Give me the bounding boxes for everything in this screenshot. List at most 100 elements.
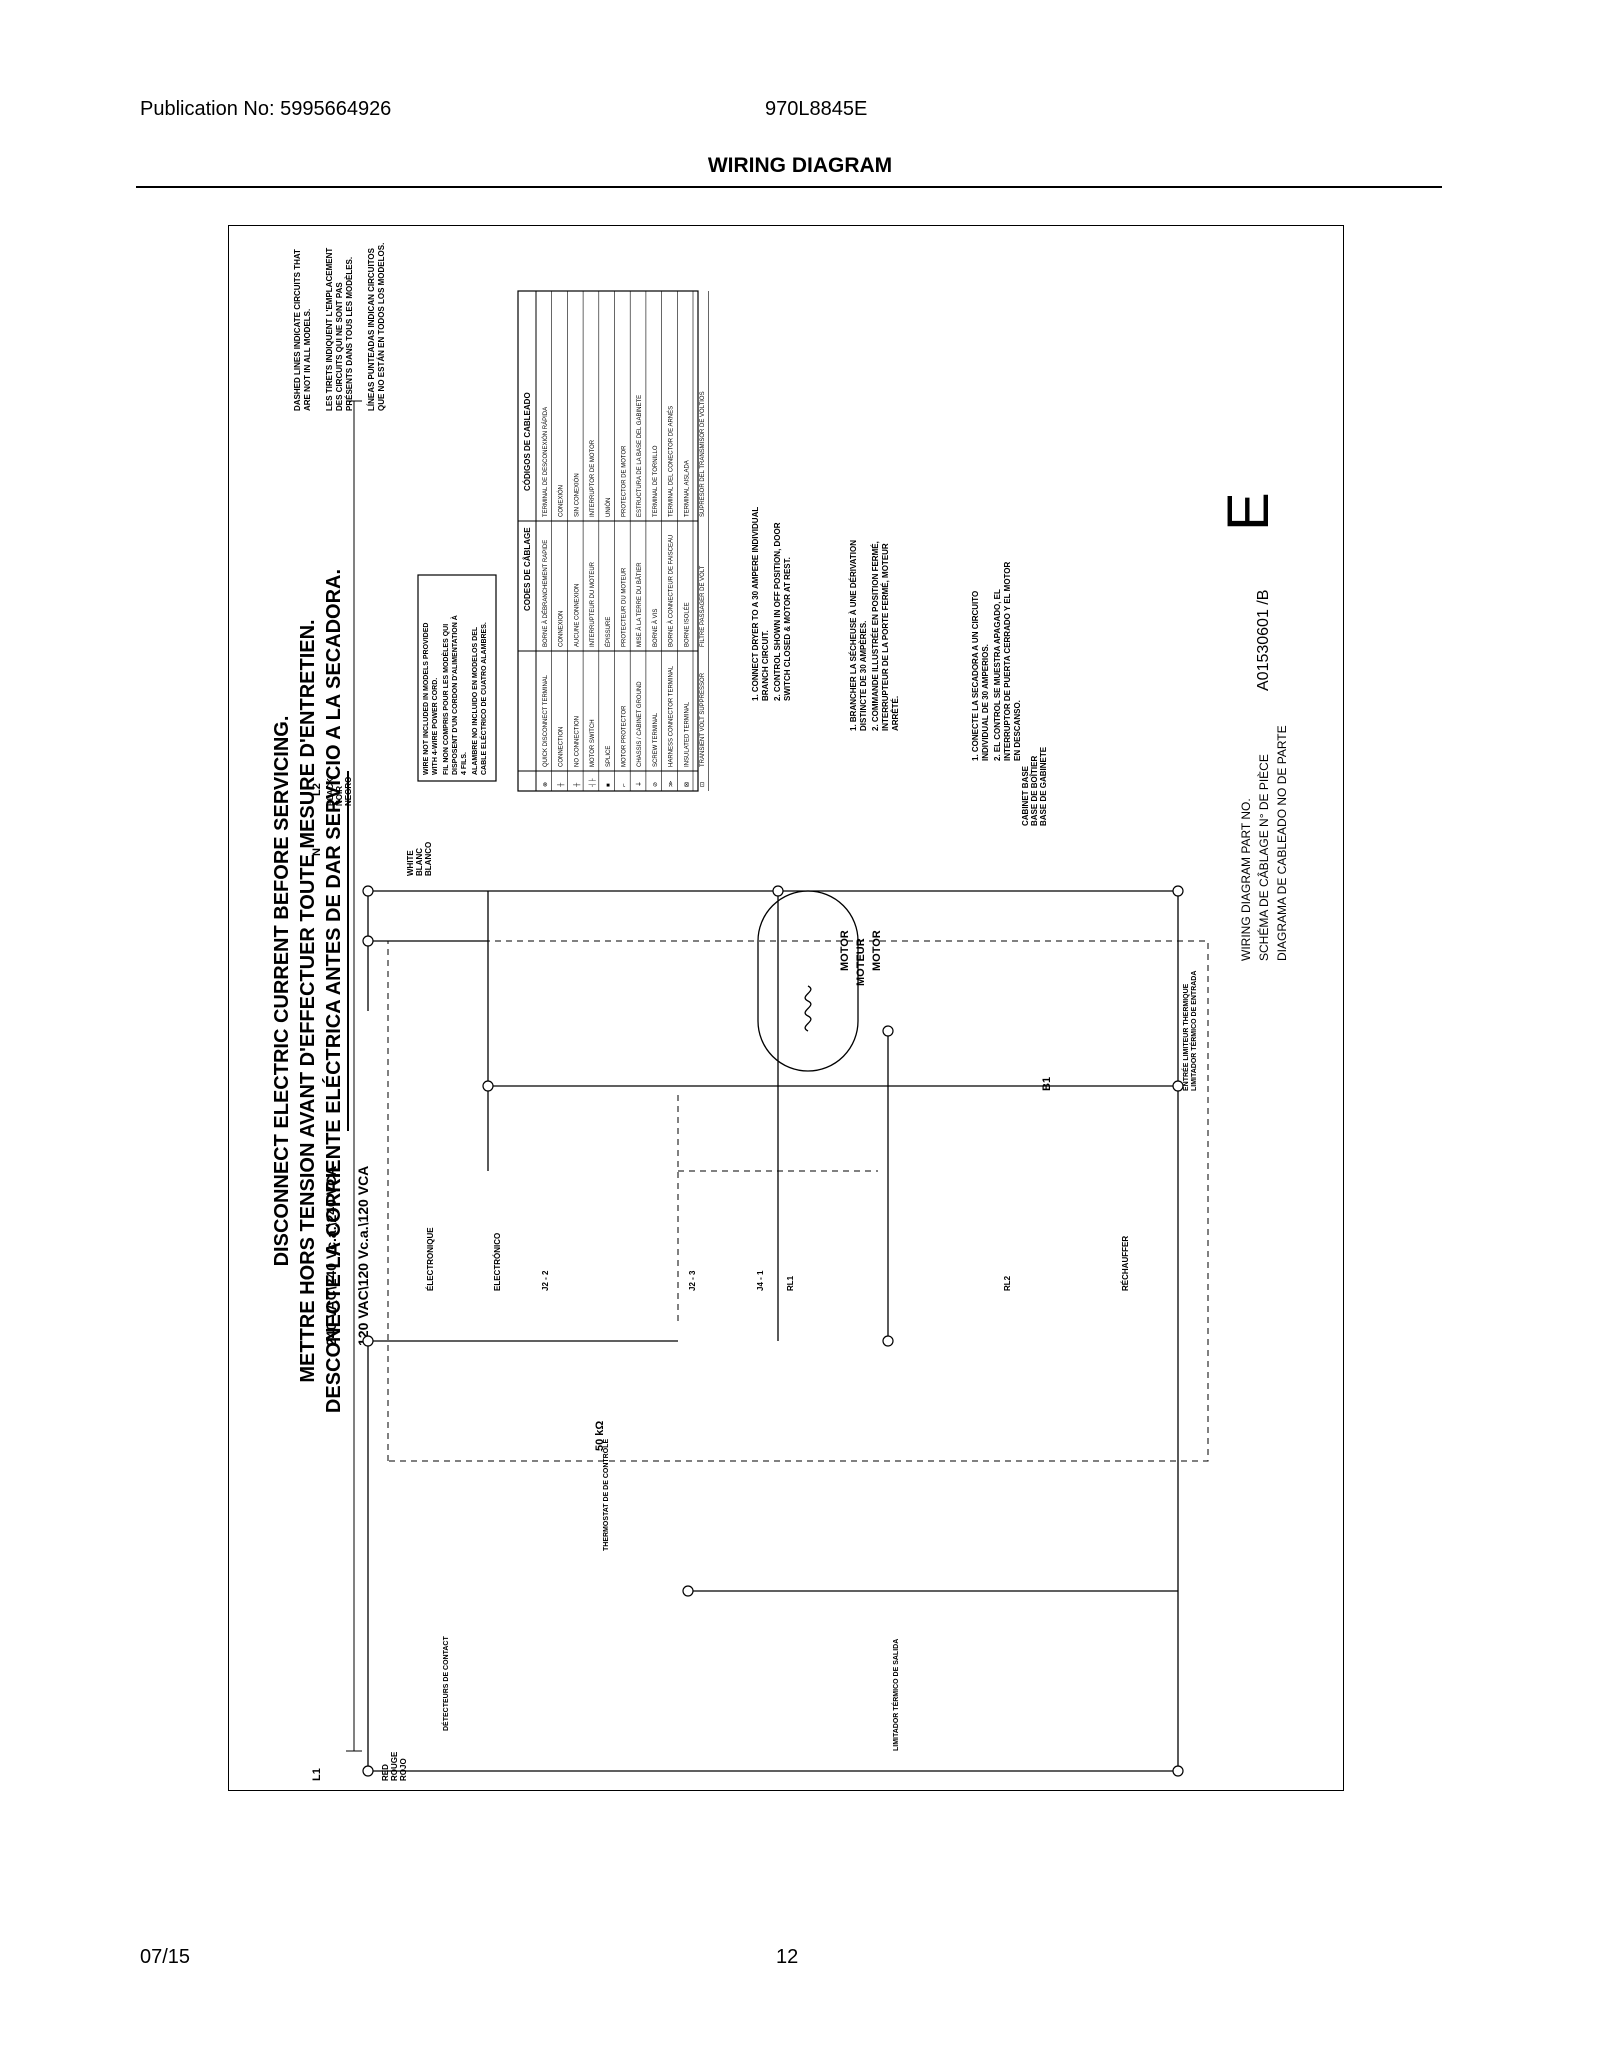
codes-cell: CONNECTION — [559, 727, 565, 767]
codes-cell: ⏚ — [636, 781, 643, 787]
svg-text:L2: L2 — [311, 783, 323, 796]
svg-text:BLACK: BLACK — [326, 778, 335, 806]
svg-text:1. BRANCHER LA SÉCHEUSE À UNE: 1. BRANCHER LA SÉCHEUSE À UNE DÉRIVATION — [849, 540, 858, 731]
svg-text:LIMITADOR TÉRMICO DE SALIDA: LIMITADOR TÉRMICO DE SALIDA — [891, 1639, 900, 1751]
terminal-point — [682, 1585, 694, 1597]
svg-text:ALAMBRE NO INCLUIDO EN MODELOS: ALAMBRE NO INCLUIDO EN MODELOS DEL — [472, 626, 479, 775]
codes-cell: SUPRESOR DEL TRANSMISOR DE VOLTIOS — [700, 391, 706, 517]
codes-rows: ⊗ QUICK DISCONNECT TERMINAL BORNE À DÉBRAN… — [542, 291, 710, 791]
part-label-en: WIRING DIAGRAM PART NO. — [1239, 798, 1253, 961]
svg-text:DISPOSENT D'UN CORDON D'ALIMEN: DISPOSENT D'UN CORDON D'ALIMENTATION À — [450, 615, 459, 775]
part-label-fr: SCHÉMA DE CÂBLAGE N° DE PIÈCE — [1256, 754, 1271, 961]
codes-header-fr: CODES DE CÂBLAGE — [523, 527, 532, 611]
svg-text:1. CONECTE LA SECADORA A UN CI: 1. CONECTE LA SECADORA A UN CIRCUITO — [971, 591, 980, 761]
svg-text:B1: B1 — [1041, 1077, 1053, 1091]
part-label-es: DIAGRAMA DE CABLEADO NO DE PARTE — [1275, 725, 1289, 961]
svg-text:N: N — [311, 848, 323, 856]
codes-cell: CONNEXION — [559, 611, 565, 647]
svg-text:WIRE NOT INCLUDED IN MODELS PR: WIRE NOT INCLUDED IN MODELS PROVIDED — [423, 623, 430, 775]
svg-text:4 FILS.: 4 FILS. — [461, 752, 468, 775]
svg-text:1. CONNECT DRYER TO A 30 AMPER: 1. CONNECT DRYER TO A 30 AMPERE INDIVIDU… — [751, 507, 760, 701]
warning-es: DESCONECTE LA CORRIENTE ELÉCTRICA ANTES … — [322, 569, 345, 1413]
svg-text:ROUGE: ROUGE — [390, 1751, 399, 1781]
codes-cell: NO CONNECTION — [574, 716, 580, 767]
codes-cell: SPLICE — [606, 746, 612, 767]
svg-text:J4 - 1: J4 - 1 — [756, 1270, 765, 1291]
codes-cell: MOTOR SWITCH — [590, 719, 596, 767]
codes-header-es: CÓDIGOS DE CABLEADO — [523, 392, 532, 491]
codes-cell: FILTRE PASSAGER DE VOLT — [700, 565, 706, 647]
svg-text:DISTINCTE DE 30 AMPÈRES.: DISTINCTE DE 30 AMPÈRES. — [859, 621, 868, 731]
codes-cell: ⊗ — [543, 782, 549, 787]
svg-text:50 kΩ: 50 kΩ — [594, 1421, 606, 1451]
codes-cell: ⌐ — [622, 783, 628, 787]
codes-cell: INTERRUPTEUR DU MOTEUR — [590, 561, 596, 647]
big-letter: E — [1216, 492, 1281, 531]
svg-text:CABINET BASE: CABINET BASE — [1021, 765, 1030, 826]
svg-text:RED: RED — [381, 1764, 390, 1781]
codes-cell: CONEXIÓN — [558, 485, 565, 517]
terminal-point — [1172, 1080, 1184, 1092]
svg-text:THERMOSTAT DE DE CONTRÔLE: THERMOSTAT DE DE CONTRÔLE — [601, 1439, 610, 1551]
codes-cell: ⊠ — [684, 782, 690, 787]
terminal-point — [362, 1335, 374, 1347]
svg-text:BASE DE BOÎTIER: BASE DE BOÎTIER — [1030, 756, 1039, 826]
warning-block: DISCONNECT ELECTRIC CURRENT BEFORE SERVI… — [271, 569, 345, 1413]
terminal-point — [1172, 885, 1184, 897]
terminal-point — [882, 1335, 894, 1347]
codes-cell: BORNE À VIS — [652, 609, 659, 647]
svg-text:J2 - 3: J2 - 3 — [688, 1270, 697, 1291]
note-en-2: ARE NOT IN ALL MODELS. — [303, 309, 312, 411]
wire-note-box — [417, 574, 497, 782]
codes-cell: UNIÓN — [605, 498, 612, 517]
svg-text:BRANCH CIRCUIT.: BRANCH CIRCUIT. — [761, 630, 770, 701]
footer-date: 07/15 — [140, 1946, 191, 1968]
svg-text:RL2: RL2 — [1003, 1275, 1012, 1291]
svg-text:INTERRUPTOR DE PUERTA CERRADO: INTERRUPTOR DE PUERTA CERRADO Y EL MOTOR — [1003, 561, 1012, 761]
note-es-2: QUE NO ESTÁN EN TODOS LOS MODELOS. — [377, 243, 386, 411]
publication-number: Publication No: 5995664926 — [140, 98, 392, 120]
svg-text:MOTOR: MOTOR — [839, 930, 851, 971]
rotated-content: DISCONNECT ELECTRIC CURRENT BEFORE SERVI… — [271, 243, 1289, 1781]
codes-cell: INSULATED TERMINAL — [684, 701, 690, 767]
codes-cell: ┼ — [557, 782, 565, 788]
codes-cell: BORNE À CONNECTEUR DE FAISCEAU — [668, 535, 675, 647]
codes-cell: ■ — [606, 783, 612, 787]
codes-cell: TERMINAL DEL CONECTOR DE ARNÉS — [668, 406, 675, 517]
codes-cell: INTERRUPTOR DE MOTOR — [590, 439, 596, 517]
terminal-point — [362, 935, 374, 947]
codes-cell: HARNESS CONNECTOR TERMINAL — [669, 665, 675, 767]
terminals — [362, 885, 1184, 1777]
codes-cell: QUICK DISCONNECT TERMINAL — [543, 674, 549, 767]
codes-cell: BORNE À DÉBRANCHEMENT RAPIDE — [542, 540, 549, 647]
part-number: A01530601 /B — [1255, 590, 1272, 691]
terminal-point — [362, 885, 374, 897]
note-fr-1: LES TIRETS INDIQUENT L'EMPLACEMENT — [325, 248, 334, 411]
model-number: 970L8845E — [765, 98, 868, 120]
note-es-1: LÍNEAS PUNTEADAS INDICAN CIRCUITOS — [367, 247, 376, 411]
svg-text:LIMITADOR TÉRMICO DE ENTRADA: LIMITADOR TÉRMICO DE ENTRADA — [1189, 971, 1198, 1091]
svg-text:SWITCH CLOSED & MOTOR AT REST.: SWITCH CLOSED & MOTOR AT REST. — [783, 557, 792, 701]
dashed-control-box — [387, 940, 1209, 1462]
codes-cell: ┼ — [572, 782, 580, 788]
svg-text:MOTEUR: MOTEUR — [855, 938, 867, 986]
warning-en: DISCONNECT ELECTRIC CURRENT BEFORE SERVI… — [271, 716, 293, 1267]
svg-text:RÉCHAUFFER: RÉCHAUFFER — [1121, 1236, 1130, 1291]
codes-cell: BORNE ISOLÉE — [683, 602, 690, 647]
svg-text:DÉTECTEURS DE CONTACT: DÉTECTEURS DE CONTACT — [441, 1636, 450, 1731]
svg-text:EN DESCANSO.: EN DESCANSO. — [1013, 700, 1022, 761]
motor — [757, 890, 859, 1072]
note-fr-2: DES CIRCUITS QUI NE SONT PAS — [335, 282, 344, 411]
svg-text:ÉLECTRONIQUE: ÉLECTRONIQUE — [426, 1227, 435, 1291]
terminal-point — [882, 1025, 894, 1037]
voltage-240: 240 VAC\240 Vc.a.\240 VCA — [323, 1166, 339, 1346]
codes-cell: SCREW TERMINAL — [653, 712, 659, 767]
warning-fr: METTRE HORS TENSION AVANT D'EFFECTUER TO… — [297, 619, 319, 1382]
codes-cell: TERMINAL AISLADA — [684, 460, 690, 517]
svg-text:ELECTRÓNICO: ELECTRÓNICO — [493, 1233, 502, 1291]
svg-text:NOIR: NOIR — [335, 786, 344, 806]
svg-text:MOTOR: MOTOR — [871, 930, 883, 971]
diagram-frame — [228, 225, 1344, 1791]
codes-cell: PROTECTEUR DU MOTEUR — [622, 567, 628, 647]
note-en-1: DASHED LINES INDICATE CIRCUITS THAT — [293, 249, 302, 411]
